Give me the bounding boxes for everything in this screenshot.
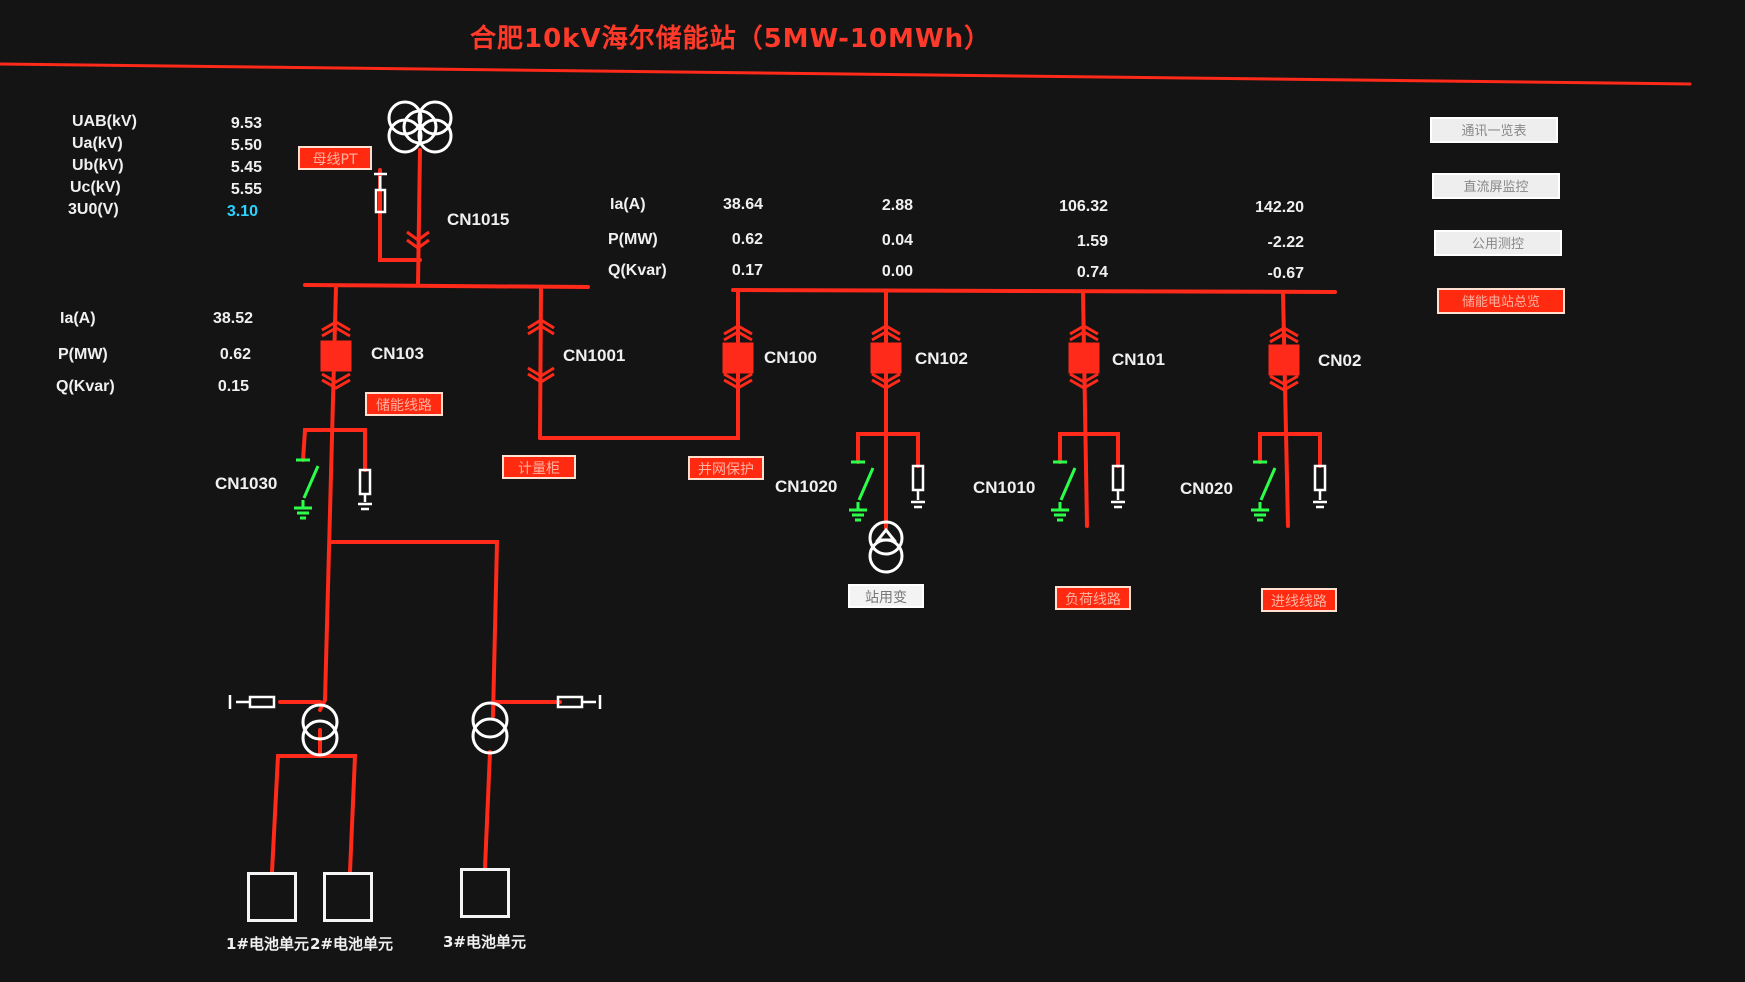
bus-pt-transformer-icon [387, 100, 453, 154]
breaker-label-cn1015[interactable]: CN1015 [447, 210, 510, 229]
ground-switch-label-cn020[interactable]: CN020 [1180, 479, 1233, 498]
breaker-cn02-icon [1268, 326, 1300, 392]
breaker-label-cn1001[interactable]: CN1001 [563, 346, 626, 365]
meas-value: 1.59 [1076, 233, 1108, 250]
tag-station-transformer[interactable]: 站用变 [848, 584, 924, 608]
breaker-label-cn103[interactable]: CN103 [371, 344, 424, 363]
meas-value: -2.22 [1267, 234, 1304, 251]
ground-switch-label-cn1020[interactable]: CN1020 [775, 477, 838, 496]
battery-label-2: 2#电池单元 [310, 935, 394, 953]
meas-value: 5.55 [230, 181, 262, 198]
arrester-battery-left-icon [228, 695, 276, 709]
ground-switch-cn1010-icon [1051, 460, 1077, 522]
meas-value: 0.74 [1076, 264, 1108, 281]
battery-unit-2[interactable] [323, 872, 373, 922]
breaker-cn1001-icon [527, 318, 555, 384]
ground-switch-cn1030-icon [294, 458, 320, 520]
breaker-cn103-icon [320, 320, 352, 390]
breaker-label-cn101[interactable]: CN101 [1112, 350, 1165, 369]
meas-value: 106.32 [1059, 198, 1108, 215]
station-transformer-icon [868, 520, 904, 574]
meas-value: 0.62 [731, 231, 763, 248]
meas-value: 0.00 [881, 263, 913, 280]
ground-switch-label-cn1030[interactable]: CN1030 [215, 474, 278, 493]
nav-public-monitor-button[interactable]: 公用测控 [1434, 230, 1562, 256]
battery-transformer-1-icon [301, 703, 339, 757]
meas-value: 0.15 [217, 378, 249, 395]
page-title: 合肥10kV海尔储能站（5MW-10MWh） [470, 24, 992, 54]
meas-value: 0.17 [731, 262, 763, 279]
tag-grid-protection[interactable]: 并网保护 [688, 456, 764, 480]
ground-switch-label-cn1010[interactable]: CN1010 [973, 478, 1036, 497]
tag-load-line[interactable]: 负荷线路 [1055, 586, 1131, 610]
battery-label-3: 3#电池单元 [443, 933, 527, 951]
meas-label: Ia(A) [60, 310, 96, 327]
battery-label-1: 1#电池单元 [226, 935, 310, 953]
tag-energy-line[interactable]: 储能线路 [365, 392, 443, 416]
tag-incoming-line[interactable]: 进线线路 [1261, 588, 1337, 612]
tag-metering[interactable]: 计量柜 [502, 455, 576, 479]
ground-switch-cn1020-icon [849, 460, 875, 522]
nav-overview-button[interactable]: 储能电站总览 [1437, 288, 1565, 314]
nav-dc-panel-button[interactable]: 直流屏监控 [1432, 173, 1560, 199]
meas-label: 3U0(V) [68, 201, 119, 218]
breaker-cn1015-icon [406, 230, 430, 250]
meas-value: 5.45 [230, 159, 262, 176]
breaker-label-cn100[interactable]: CN100 [764, 348, 817, 367]
arrester-pt-icon [374, 172, 387, 214]
meas-value: 9.53 [230, 115, 262, 132]
arrester-battery-right-icon [556, 695, 602, 709]
meas-value: 38.64 [722, 196, 763, 213]
battery-unit-3[interactable] [460, 868, 510, 918]
meas-label: Q(Kvar) [608, 262, 667, 279]
breaker-cn102-icon [870, 324, 902, 390]
arrester-cn101-icon [1111, 464, 1125, 509]
meas-label: Ia(A) [610, 196, 646, 213]
battery-unit-1[interactable] [247, 872, 297, 922]
ground-switch-cn020-icon [1251, 460, 1277, 522]
tag-bus-pt[interactable]: 母线PT [298, 146, 372, 170]
right-busbar [731, 288, 1337, 294]
left-busbar [303, 283, 590, 289]
breaker-label-cn02[interactable]: CN02 [1318, 351, 1362, 370]
meas-value: 0.62 [219, 346, 251, 363]
nav-comm-list-button[interactable]: 通讯一览表 [1430, 117, 1558, 143]
arrester-cn103-icon [358, 468, 372, 511]
breaker-cn101-icon [1068, 324, 1100, 390]
meas-value: 142.20 [1255, 199, 1304, 216]
meas-label: Ub(kV) [72, 157, 124, 174]
meas-value: 2.88 [881, 197, 913, 214]
meas-label: UAB(kV) [72, 113, 137, 130]
meas-label: Ua(kV) [72, 135, 123, 152]
header-divider [0, 62, 1692, 86]
meas-value: 0.04 [881, 232, 913, 249]
meas-label: P(MW) [58, 346, 108, 363]
arrester-cn02-icon [1313, 464, 1327, 509]
meas-label: P(MW) [608, 231, 658, 248]
meas-value: 38.52 [212, 310, 253, 327]
meas-value: 5.50 [230, 137, 262, 154]
breaker-label-cn102[interactable]: CN102 [915, 349, 968, 368]
battery-transformer-2-icon [471, 701, 509, 755]
meas-label: Q(Kvar) [56, 378, 115, 395]
meas-value: -0.67 [1267, 265, 1304, 282]
meas-label: Uc(kV) [70, 179, 121, 196]
meas-value-3u0: 3.10 [226, 203, 258, 220]
arrester-cn102-icon [911, 464, 925, 509]
breaker-cn100-icon [722, 324, 754, 390]
